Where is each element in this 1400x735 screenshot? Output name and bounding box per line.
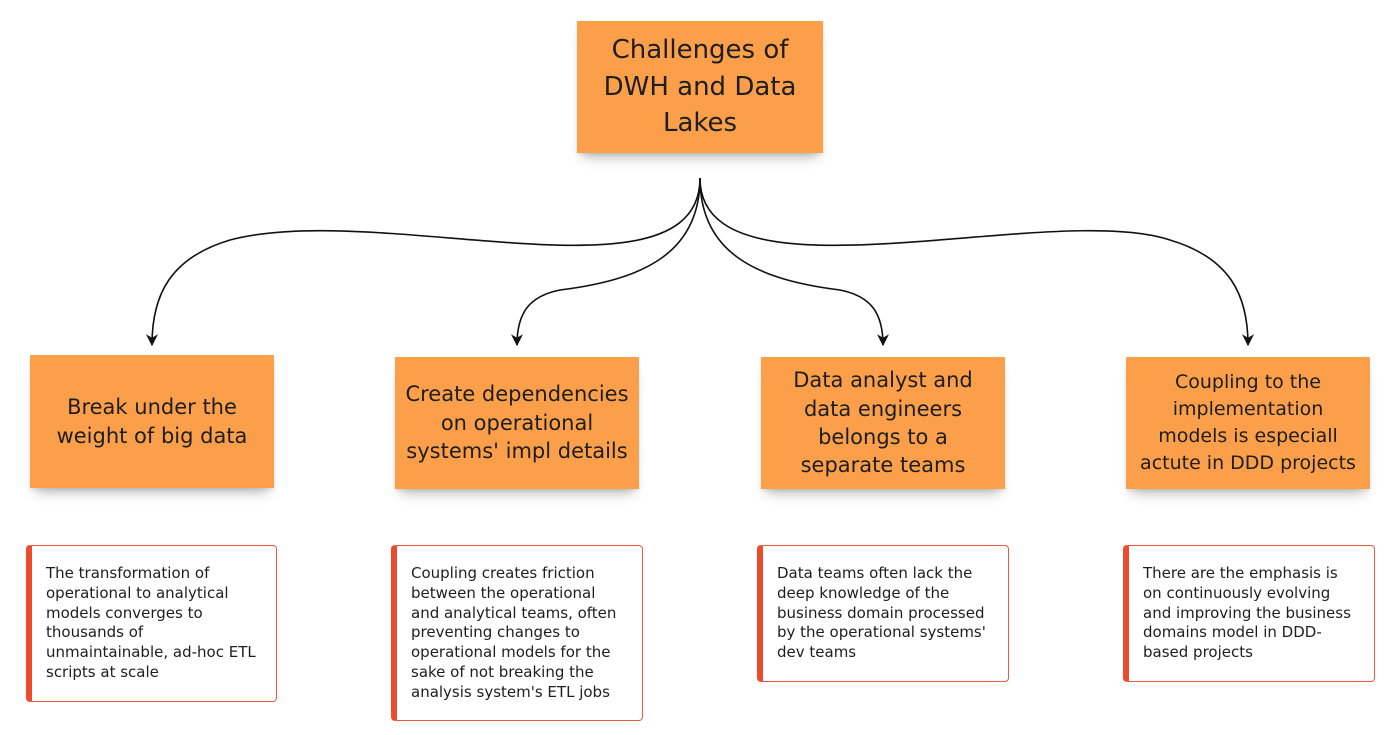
challenge-title-2: Create dependencies on operational syste… [405, 382, 629, 464]
connector-3 [699, 177, 889, 347]
note-text-2: Coupling creates friction between the op… [411, 564, 617, 701]
connector-2 [511, 177, 701, 347]
note-card-4[interactable]: There are the emphasis is on continuousl… [1123, 545, 1375, 682]
note-card-2[interactable]: Coupling creates friction between the op… [391, 545, 643, 721]
challenge-title-1: Break under the weight of big data [56, 395, 248, 448]
challenge-sticky-4[interactable]: Coupling to the implementation models is… [1126, 357, 1370, 489]
note-text-3: Data teams often lack the deep knowledge… [777, 564, 986, 662]
challenge-title-3: Data analyst and data engineers belongs … [793, 368, 973, 478]
connector-4 [699, 177, 1254, 347]
note-text-1: The transformation of operational to ana… [46, 564, 256, 681]
root-title: Challenges of DWH and Data Lakes [603, 34, 797, 139]
challenge-sticky-2[interactable]: Create dependencies on operational syste… [395, 357, 639, 489]
challenge-sticky-3[interactable]: Data analyst and data engineers belongs … [761, 357, 1005, 489]
note-card-3[interactable]: Data teams often lack the deep knowledge… [757, 545, 1009, 682]
challenge-title-4: Coupling to the implementation models is… [1140, 371, 1356, 474]
note-text-4: There are the emphasis is on continuousl… [1143, 564, 1351, 662]
connector-1 [146, 177, 701, 347]
root-sticky-note[interactable]: Challenges of DWH and Data Lakes [577, 21, 823, 153]
note-card-1[interactable]: The transformation of operational to ana… [26, 545, 277, 702]
challenge-sticky-1[interactable]: Break under the weight of big data [30, 355, 274, 488]
